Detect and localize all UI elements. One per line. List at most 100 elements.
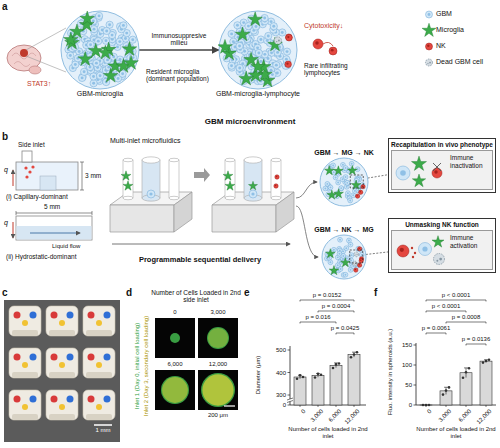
gbm-cell xyxy=(343,175,348,180)
p-value: p = 0.0152 xyxy=(313,292,342,299)
nucleus xyxy=(93,28,96,31)
significance-bracket xyxy=(426,311,466,313)
inlet-blue xyxy=(104,312,111,319)
data-point xyxy=(468,367,471,370)
axis-title: Number of cells loaded in 2nd inlet xyxy=(286,426,370,440)
scale-bar xyxy=(94,424,112,426)
bar-chart xyxy=(414,300,497,407)
dimension-tick xyxy=(92,211,93,215)
spheroid-outline xyxy=(219,11,297,89)
nucleus xyxy=(111,34,114,37)
chip-base xyxy=(49,330,75,336)
granule xyxy=(412,256,414,258)
nucleus xyxy=(74,63,77,66)
error-cap xyxy=(352,352,356,353)
nucleus xyxy=(340,268,342,270)
panel-letter: c xyxy=(2,287,8,299)
label: 0 xyxy=(173,309,176,316)
nucleus xyxy=(342,255,344,257)
nucleus xyxy=(272,25,275,28)
chip-front xyxy=(212,205,276,232)
well-yellow xyxy=(96,362,102,368)
inlet-blue xyxy=(67,396,74,403)
nk-cell xyxy=(274,184,278,188)
dimension-tick xyxy=(16,211,17,215)
node-text: GBM → MG → NK xyxy=(314,149,374,157)
gbm-cell xyxy=(335,263,340,268)
tick-mark xyxy=(318,405,319,407)
chip-front xyxy=(110,205,174,232)
gbm-cell xyxy=(339,186,344,191)
node-text: Immune activation xyxy=(448,231,492,252)
nucleus xyxy=(95,62,98,65)
nucleus xyxy=(324,188,326,190)
bar-chart xyxy=(287,300,366,407)
gbm-cell xyxy=(274,49,281,56)
gbm-cell xyxy=(228,30,235,37)
side-inlet-tube xyxy=(22,151,32,162)
micrograph xyxy=(155,318,195,358)
gbm-cell xyxy=(336,180,341,185)
spheroid-node: GBM-microglia-lymphocyte xyxy=(216,10,300,98)
data-point xyxy=(296,378,299,381)
tick-mark xyxy=(486,405,487,407)
nucleus xyxy=(331,49,334,52)
label: 3,000 xyxy=(210,309,225,316)
chip-unit xyxy=(46,348,78,378)
well-bottom xyxy=(271,196,281,200)
nucleus xyxy=(97,40,100,43)
inlet-blue xyxy=(67,312,74,319)
axis-tick: 50 xyxy=(405,382,412,389)
nk-cell xyxy=(354,268,358,272)
label: Inlet 2 (Day 3, secondary cell loading) xyxy=(143,316,150,416)
panel-letter: d xyxy=(126,287,132,299)
nucleus xyxy=(251,192,254,195)
nk-cell xyxy=(329,47,337,55)
cell xyxy=(31,165,34,168)
fragment xyxy=(439,258,442,261)
fragment xyxy=(355,254,357,256)
liquid xyxy=(17,226,92,240)
spheroid-node: GBM → NK → MG xyxy=(314,226,374,280)
axis-tick: 3,000 xyxy=(309,408,324,423)
inlet-blue xyxy=(104,396,111,403)
gbm-cell xyxy=(93,60,100,67)
nucleus xyxy=(345,274,347,276)
nk-cell xyxy=(397,245,409,257)
nucleus xyxy=(270,20,273,23)
microfluidic-chip xyxy=(110,157,192,232)
gbm-cell xyxy=(344,246,349,251)
p-value: p = 0.0061 xyxy=(422,325,451,332)
axis-tick: 500 xyxy=(276,347,286,354)
significance-bracket xyxy=(318,311,354,313)
significance-bracket xyxy=(426,333,446,335)
nucleus xyxy=(434,171,438,175)
data-point xyxy=(425,404,428,407)
microglia xyxy=(422,23,436,36)
gbm-cell xyxy=(323,186,328,191)
gbm-cell xyxy=(255,49,262,56)
chip-base xyxy=(86,372,112,378)
gbm-cell xyxy=(67,52,74,59)
gbm-cell xyxy=(345,180,350,185)
cell xyxy=(24,166,27,169)
well-bottom xyxy=(169,196,179,200)
data-point xyxy=(302,376,305,379)
data-point xyxy=(332,367,335,370)
error-bar xyxy=(466,368,467,378)
microglia xyxy=(123,181,133,190)
data-point xyxy=(428,404,431,407)
nucleus xyxy=(242,21,245,24)
error-bar xyxy=(336,363,337,368)
nucleus xyxy=(351,254,353,256)
nucleus xyxy=(99,74,102,77)
nk-cell xyxy=(357,263,361,267)
gbm-cell xyxy=(236,42,243,49)
nucleus xyxy=(315,41,319,45)
gbm-cell xyxy=(147,190,155,198)
microglia xyxy=(121,171,131,180)
inlet-red xyxy=(51,312,58,319)
micrograph xyxy=(155,370,195,410)
node-text: Unmasking NK function xyxy=(391,221,493,228)
nucleus xyxy=(326,183,328,185)
